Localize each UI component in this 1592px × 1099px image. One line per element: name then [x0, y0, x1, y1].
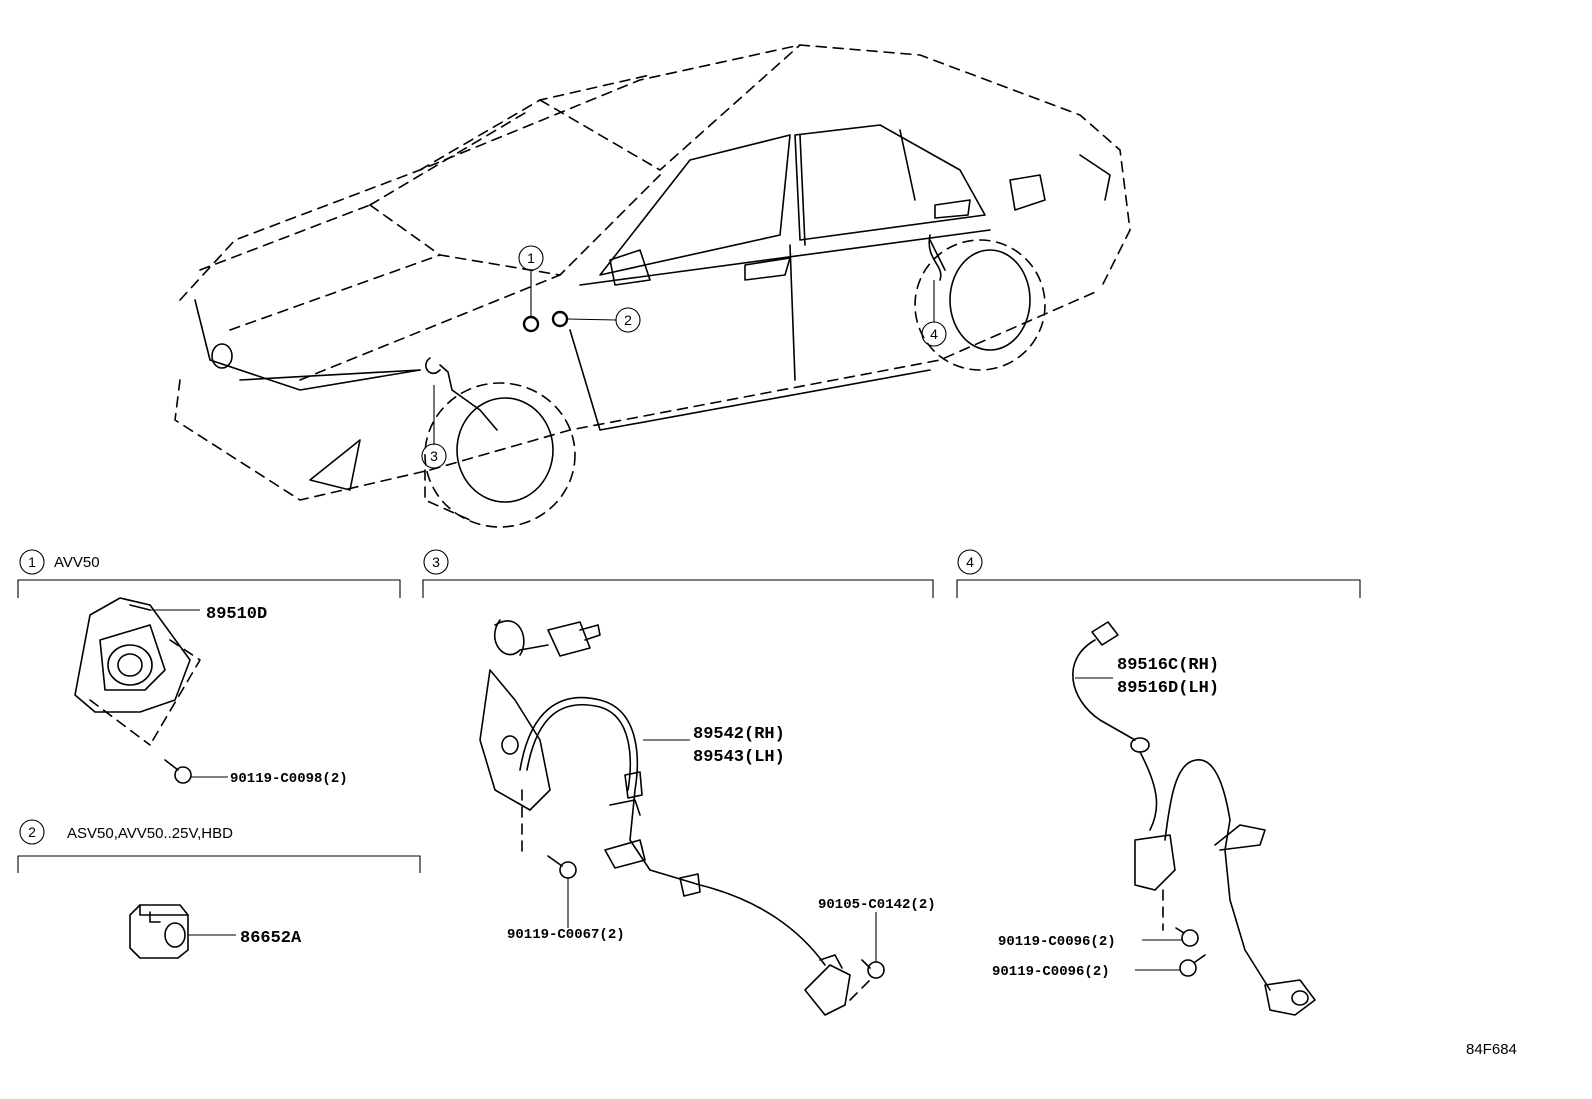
sensor-86652A-drawing [129, 904, 189, 959]
part-86652A: 86652A [240, 929, 302, 948]
car-callout-3: 3 [421, 443, 447, 469]
bolt-90119-C0096-a-drawing [1175, 927, 1199, 947]
part-89516D: 89516D(LH) [1117, 679, 1219, 698]
part-89542: 89542(RH) [693, 725, 785, 744]
front-speed-sensor-drawing [479, 619, 871, 1016]
car-callout-4: 4 [921, 321, 947, 347]
section-1: 1 AVV50 89510D 90119-C0098(2) [17, 549, 401, 787]
section-3-number: 3 [432, 554, 440, 570]
section-2-number: 2 [28, 824, 36, 840]
section-4: 4 89516C(RH) 89516D(LH) [956, 549, 1361, 1016]
part-90105-C0142: 90105-C0142(2) [818, 897, 936, 913]
bolt-90119-C0096-b-drawing [1179, 954, 1206, 977]
bolt-90119-C0098-drawing [164, 759, 192, 784]
section-2: 2 ASV50,AVV50..25V,HBD 86652A [17, 819, 421, 959]
part-90119-C0098: 90119-C0098(2) [230, 771, 348, 787]
section-1-applicability: AVV50 [54, 554, 100, 571]
section-1-number: 1 [28, 554, 36, 570]
section-3: 3 [422, 549, 936, 1016]
section-4-number: 4 [966, 554, 974, 570]
car-callout-2: 2 [615, 307, 641, 333]
diagram-code: 84F684 [1466, 1041, 1517, 1058]
part-89510D: 89510D [206, 605, 267, 624]
part-90119-C0067: 90119-C0067(2) [507, 927, 625, 943]
section-2-applicability: ASV50,AVV50..25V,HBD [67, 825, 233, 842]
rear-speed-sensor-drawing [1072, 621, 1316, 1016]
part-90119-C0096-a: 90119-C0096(2) [998, 934, 1116, 950]
part-89543: 89543(LH) [693, 748, 785, 767]
part-89516C: 89516C(RH) [1117, 656, 1219, 675]
bolt-90105-C0142-drawing [861, 959, 885, 979]
car-callout-1: 1 [518, 245, 544, 271]
bolt-90119-C0067-drawing [547, 855, 577, 879]
callout-4-label: 4 [930, 326, 938, 342]
callout-2-label: 2 [624, 312, 632, 328]
sensor-89510D-drawing [74, 597, 201, 746]
callout-3-label: 3 [430, 448, 438, 464]
car-outline [174, 44, 1131, 528]
callout-1-label: 1 [527, 250, 535, 266]
part-90119-C0096-b: 90119-C0096(2) [992, 964, 1110, 980]
